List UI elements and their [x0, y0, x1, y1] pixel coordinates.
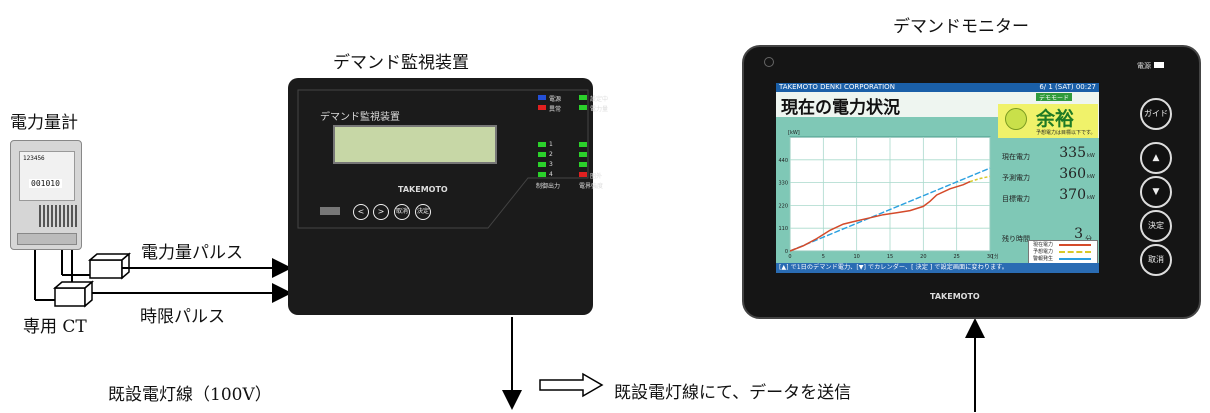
legend-forecast: 予想電力 — [1033, 249, 1054, 255]
device-brand: TAKEMOTO — [398, 185, 448, 194]
forecast-power-unit: kW — [1087, 174, 1095, 180]
device-cancel-button[interactable]: 取消 — [394, 204, 410, 220]
signal-strength-label: 電界強度 — [579, 183, 604, 190]
led-setting-label: 設定中 — [590, 96, 609, 103]
enter-button[interactable]: 決定 — [1140, 210, 1172, 242]
meter-title: 電力量計 — [10, 113, 78, 133]
legend-current: 現在電力 — [1033, 242, 1054, 248]
device-panel-outline — [297, 89, 589, 229]
device-lcd — [333, 125, 497, 164]
send-hollow-arrow — [539, 372, 604, 398]
device-port — [320, 207, 340, 215]
channel-2-label: 2 — [549, 151, 553, 158]
forecast-power-line — [969, 175, 991, 183]
mascot-icon — [1005, 108, 1027, 130]
target-power-unit: kW — [1087, 195, 1095, 201]
device-enter-button[interactable]: 決定 — [415, 204, 431, 220]
forecast-power-label: 予測電力 — [1002, 174, 1030, 182]
send-note-label: 既設電灯線にて、データを送信 — [614, 383, 852, 403]
legend-current-swatch — [1059, 244, 1091, 246]
up-button[interactable]: ▲ — [1140, 142, 1172, 174]
target-power-value: 370 — [1059, 187, 1086, 203]
status-panel: 余裕 予想電力は目標以下です。 — [998, 104, 1098, 138]
y-unit-label: [kW] — [788, 130, 800, 136]
y-tick-label: 0 — [785, 249, 788, 255]
existing-line-label: 既設電灯線（100V） — [108, 385, 272, 405]
monitor-title: デマンドモニター — [893, 17, 1029, 37]
ct-sensor — [54, 287, 86, 307]
screen-header-bar: TAKEMOTO DENKI CORPORATION 6/ 1 (SAT) 00… — [776, 83, 1099, 92]
device-left-button[interactable]: < — [353, 204, 369, 220]
out-of-range-label: 圏外 — [590, 173, 603, 180]
meter-small-reading: 123456 — [23, 155, 45, 162]
channel-1-label: 1 — [549, 141, 553, 148]
company-name: TAKEMOTO DENKI CORPORATION — [779, 83, 895, 91]
current-power-label: 現在電力 — [1002, 153, 1030, 161]
chart-legend: 現在電力 予想電力 警報発生 — [1028, 240, 1098, 264]
device-panel-title: デマンド監視装置 — [320, 112, 400, 123]
x-tick-label: 25 — [953, 254, 959, 260]
x-tick-label: 15 — [887, 254, 893, 260]
current-power-line — [789, 180, 971, 252]
power-pulse-label: 電力量パルス — [141, 243, 243, 263]
channel-3-label: 3 — [549, 161, 553, 168]
legend-forecast-swatch — [1059, 251, 1091, 253]
led-power-label: 電源 — [549, 96, 562, 103]
y-tick-label: 330 — [778, 181, 788, 187]
target-power-label: 目標電力 — [1002, 195, 1030, 203]
power-label: 電源 — [1137, 62, 1151, 70]
device-title: デマンド監視装置 — [333, 53, 469, 73]
status-note: 予想電力は目標以下です。 — [1036, 130, 1096, 136]
x-tick-label: 0 — [788, 254, 791, 260]
control-output-label: 制御出力 — [536, 183, 561, 190]
alarm-line — [789, 167, 991, 252]
down-button[interactable]: ▼ — [1140, 176, 1172, 208]
y-tick-label: 110 — [778, 226, 788, 232]
ct-label: 専用 CT — [23, 317, 87, 337]
x-tick-label: 20 — [920, 254, 926, 260]
led-energy-label: 電力量 — [590, 106, 609, 113]
legend-alarm: 警報発生 — [1033, 256, 1054, 262]
forecast-power-value: 360 — [1059, 166, 1086, 182]
demand-chart: 0 5 10 15 20 25 30[分] 440 330 220 110 0 [kW] — [778, 130, 998, 260]
camera-icon — [764, 57, 774, 67]
time-pulse-label: 時限パルス — [140, 307, 225, 327]
y-tick-label: 220 — [778, 203, 788, 209]
status-text: 余裕 — [1036, 108, 1075, 130]
remaining-time-unit: 分 — [1085, 235, 1092, 243]
device-right-button[interactable]: > — [373, 204, 389, 220]
remaining-time-value: 3 — [1074, 226, 1083, 242]
monitor-brand: TAKEMOTO — [930, 292, 980, 301]
legend-alarm-swatch — [1059, 258, 1091, 260]
x-unit-label: [分] — [992, 253, 998, 260]
current-power-value: 335 — [1059, 145, 1086, 161]
meter-reading: 001010 — [29, 179, 62, 188]
x-tick-label: 10 — [853, 254, 859, 260]
channel-4-label: 4 — [549, 171, 553, 178]
cancel-button[interactable]: 取消 — [1140, 244, 1172, 276]
power-indicator — [1154, 62, 1164, 68]
screen-footer: [▲] で1日のデマンド電力、[▼] でカレンダー、[ 決定 ] で設定画面に変… — [776, 263, 1099, 273]
x-tick-label: 30 — [987, 254, 993, 260]
led-error-label: 異常 — [549, 106, 562, 113]
screen-date: 6/ 1 (SAT) 00:27 — [1039, 83, 1096, 91]
current-power-unit: kW — [1087, 153, 1095, 159]
remaining-time-label: 残り時間 — [1002, 235, 1030, 243]
power-meter: 123456 001010 — [10, 140, 82, 250]
monitor-screen: TAKEMOTO DENKI CORPORATION 6/ 1 (SAT) 00… — [776, 83, 1099, 273]
guide-button[interactable]: ガイド — [1140, 98, 1172, 130]
screen-heading: 現在の電力状況 — [781, 98, 900, 118]
x-tick-label: 5 — [822, 254, 825, 260]
y-tick-label: 440 — [778, 158, 788, 164]
pulse-sensor — [89, 259, 123, 279]
demand-monitoring-device: デマンド監視装置 電源 設定中 異常 電力量 1 2 3 4 制御出力 圏外 電… — [288, 78, 608, 315]
demo-mode-badge: デモモード — [1036, 93, 1073, 102]
